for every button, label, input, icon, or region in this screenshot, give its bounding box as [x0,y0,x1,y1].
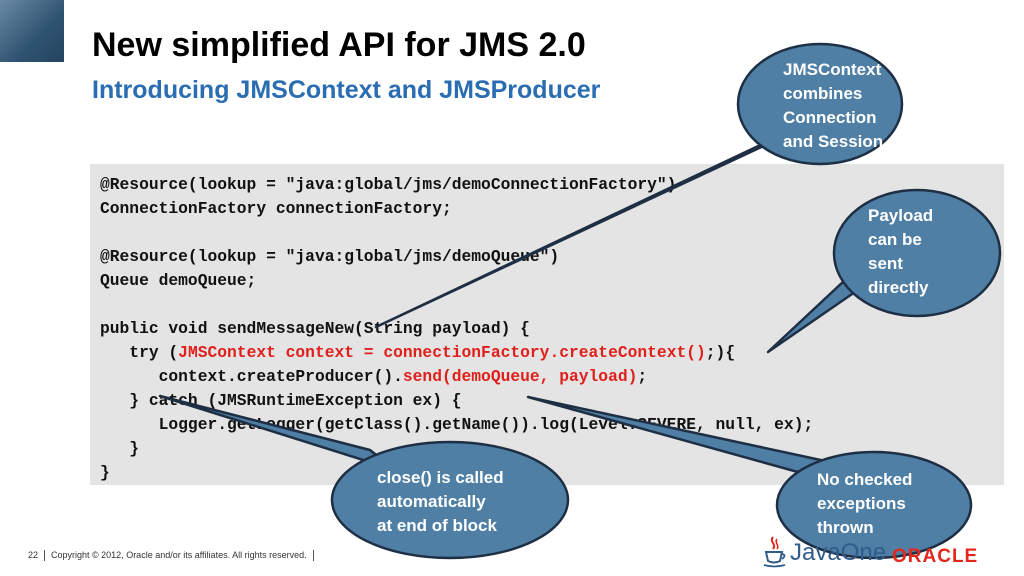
java-cup-icon [763,536,786,568]
callout-line: thrown [817,518,874,537]
callout-line: Connection [783,108,877,127]
code-segment: context.createProducer(). [100,367,403,386]
code-line: try (JMSContext context = connectionFact… [100,341,1004,365]
callout-close-bubble [158,394,397,472]
callout-line: Payload [868,206,934,225]
javaone-logo: JavaOne [762,534,886,570]
oracle-logo: ORACLE [892,546,979,567]
code-line: Logger.getLogger(getClass().getName()).l… [100,415,814,434]
corner-accent-block [0,0,64,62]
code-segment: ; [637,367,648,386]
callout-line: sent [868,254,903,273]
slide-footer: 22 Copyright © 2012, Oracle and/or its af… [28,550,320,562]
code-segment: ;){ [705,343,736,362]
callout-jmscontext-text: JMSContext combines Connection and Sessi… [783,58,883,154]
callout-line: No checked [817,470,913,489]
callout-line: close() is called [377,468,504,487]
callout-line: at end of block [377,516,497,535]
code-line: Queue demoQueue; [100,271,257,290]
callout-line: exceptions [817,494,906,513]
page-number: 22 [28,550,39,560]
code-line: context.createProducer().send(demoQueue,… [100,365,1004,389]
callout-line: combines [783,84,863,103]
callout-line: and Session [783,132,884,151]
callout-line: directly [868,278,929,297]
callout-line: can be [868,230,922,249]
footer-divider [312,550,314,562]
callout-jmscontext-bubble [374,129,792,329]
callout-payload-text: Payload can be sent directly [868,204,933,300]
javaone-wordmark: JavaOne [790,539,887,566]
code-line: public void sendMessageNew(String payloa… [100,319,530,338]
slide-title: New simplified API for JMS 2.0 [92,26,586,64]
callout-payload-bubble [766,278,857,354]
code-highlight-create-context: JMSContext context = connectionFactory.c… [178,343,706,362]
code-segment: try ( [100,343,179,362]
callout-line: automatically [377,492,486,511]
slide-subtitle: Introducing JMSContext and JMSProducer [92,76,601,104]
callout-checked-text: No checked exceptions thrown [817,468,912,540]
footer-divider [44,550,46,562]
code-line: @Resource(lookup = "java:global/jms/demo… [100,247,560,266]
callout-line: JMSContext [783,60,882,79]
code-highlight-send: send(demoQueue, payload) [402,367,638,386]
code-line: @Resource(lookup = "java:global/jms/demo… [100,175,677,194]
code-line: } [100,439,140,458]
code-line: } [100,463,110,482]
callout-close-text: close() is called automatically at end o… [377,466,504,538]
copyright-text: Copyright © 2012, Oracle and/or its affi… [51,550,307,560]
code-line: ConnectionFactory connectionFactory; [100,199,452,218]
callout-checked-bubble [526,395,832,476]
